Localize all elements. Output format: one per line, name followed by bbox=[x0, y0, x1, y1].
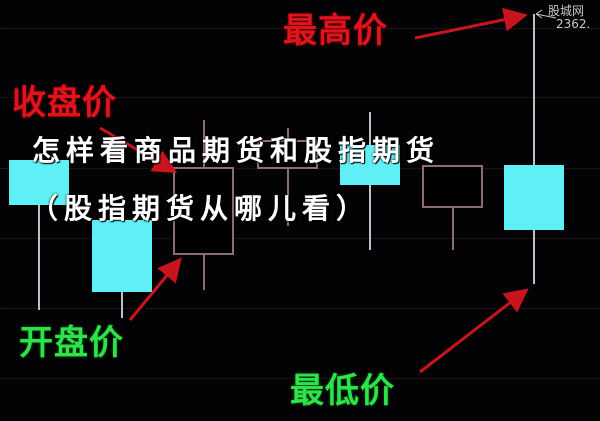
candle-5-body bbox=[340, 145, 400, 185]
arrow-high bbox=[414, 7, 528, 40]
label-close-price: 收盘价 bbox=[12, 83, 117, 123]
label-high-price: 最高价 bbox=[283, 11, 388, 51]
label-open-price: 开盘价 bbox=[19, 323, 124, 363]
overlay-title-line-1: 怎样看商品期货和股指期货 bbox=[32, 134, 441, 167]
candle-1-wick bbox=[38, 160, 40, 310]
candle-6-wick bbox=[452, 200, 454, 250]
candle-4-wick bbox=[287, 128, 289, 226]
candle-7-body bbox=[504, 165, 564, 230]
arrow-open bbox=[128, 257, 182, 321]
watermark-price: 2362. bbox=[556, 17, 591, 31]
candle-7-wick bbox=[533, 14, 535, 284]
arrow-low bbox=[419, 288, 529, 374]
overlay-title-line-2: （股指期货从哪儿看） bbox=[30, 192, 371, 225]
grid-line bbox=[0, 97, 600, 98]
candle-4-body bbox=[257, 140, 318, 169]
grid-line bbox=[0, 28, 600, 29]
candle-2-body bbox=[92, 220, 152, 292]
label-low-price: 最低价 bbox=[290, 371, 395, 411]
watermark-site: 股城网 bbox=[548, 4, 585, 18]
candle-6-body bbox=[422, 165, 483, 208]
arrow-close bbox=[99, 126, 178, 174]
candle-1-body bbox=[9, 160, 69, 205]
grid-line bbox=[0, 308, 600, 309]
grid-line bbox=[0, 378, 600, 379]
candle-3-body bbox=[173, 167, 234, 255]
grid-line bbox=[0, 238, 600, 239]
